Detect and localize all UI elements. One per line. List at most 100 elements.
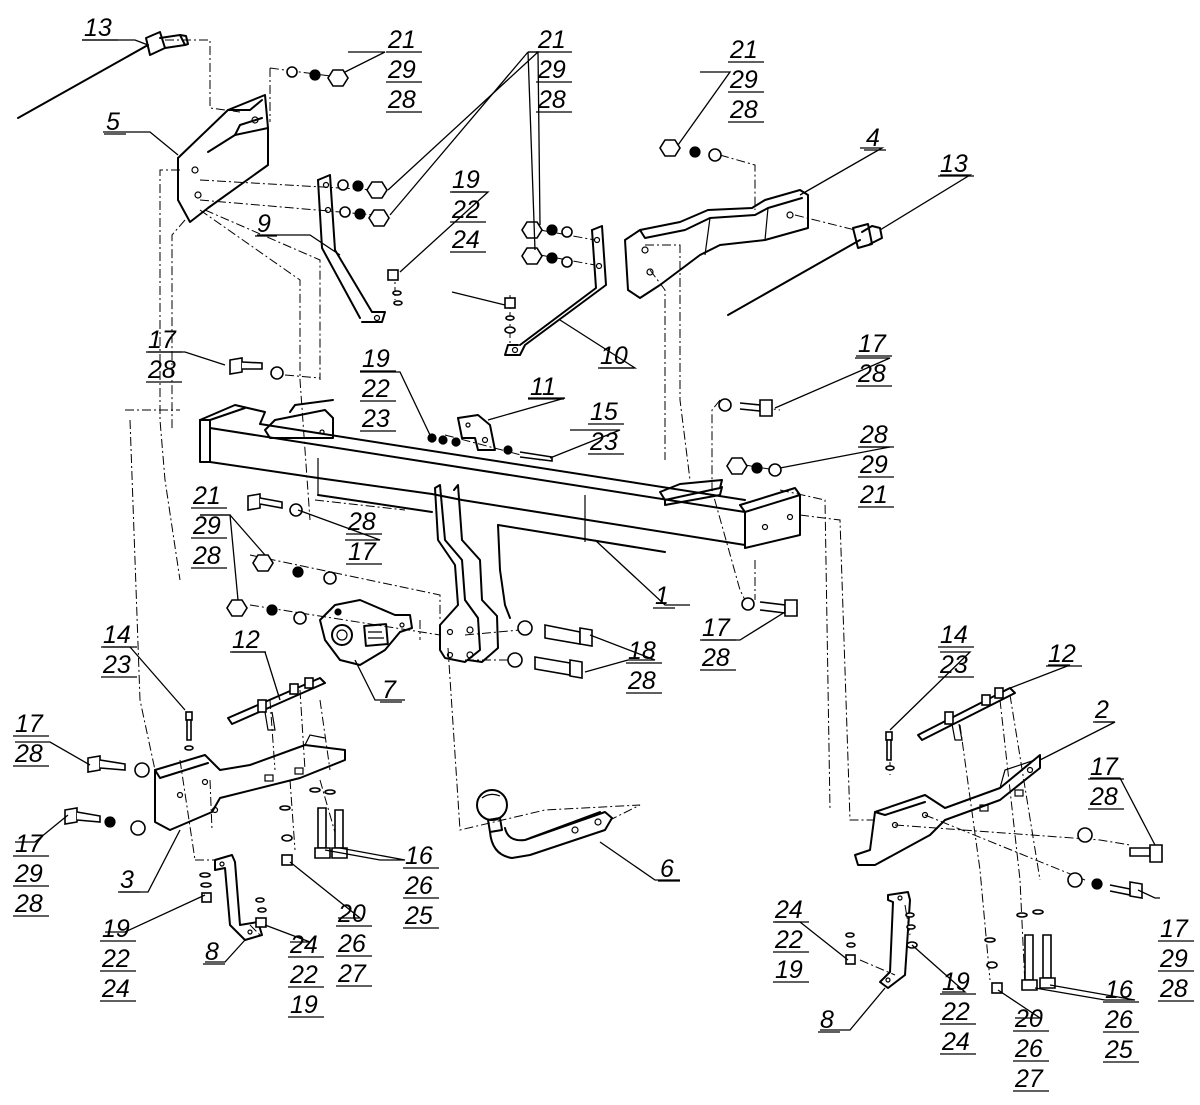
hardware-fasteners xyxy=(64,66,1163,994)
callout-number: 5 xyxy=(106,108,120,136)
callout-number: 19 xyxy=(102,915,130,943)
part-13-left-bolt xyxy=(17,31,189,119)
callout-number: 17 xyxy=(148,326,177,354)
callout-c11: 11 xyxy=(528,373,564,401)
callout-number: 17 xyxy=(702,614,731,642)
callout-number: 24 xyxy=(941,1028,970,1056)
callout-number: 23 xyxy=(361,405,390,433)
callout-number: 20 xyxy=(1014,1005,1043,1033)
part-10-right-brace xyxy=(504,225,607,356)
callout-number: 21 xyxy=(537,26,566,54)
callout-number: 28 xyxy=(729,96,758,124)
callout-number: 28 xyxy=(147,356,176,384)
callout-number: 23 xyxy=(589,428,618,456)
callout-number: 19 xyxy=(452,166,480,194)
callout-c13b: 13 xyxy=(938,150,974,178)
callout-number: 28 xyxy=(537,86,566,114)
part-4-right-bracket xyxy=(624,189,809,299)
callout-c6: 6 xyxy=(658,855,680,883)
callout-number: 28 xyxy=(387,86,416,114)
part-12-left-strip xyxy=(227,677,326,731)
callout-number: 17 xyxy=(15,710,44,738)
callout-number: 8 xyxy=(205,938,219,966)
callout-number: 11 xyxy=(530,373,556,401)
callout-number: 21 xyxy=(859,481,888,509)
callout-number: 29 xyxy=(192,512,221,540)
part-8-left-small-bracket xyxy=(214,854,263,941)
callout-number: 29 xyxy=(859,451,888,479)
callout-number: 9 xyxy=(257,210,271,238)
callout-number: 26 xyxy=(404,872,433,900)
callout-number: 18 xyxy=(628,637,656,665)
callout-number: 24 xyxy=(451,226,480,254)
callout-number: 14 xyxy=(940,621,968,649)
callout-number: 26 xyxy=(1014,1035,1043,1063)
callout-number: 24 xyxy=(289,931,318,959)
callout-number: 16 xyxy=(405,842,433,870)
callout-number: 17 xyxy=(858,330,887,358)
callout-number: 15 xyxy=(590,398,618,426)
callout-number: 28 xyxy=(857,360,886,388)
part-13-right-bolt xyxy=(727,223,883,316)
callout-c1: 1 xyxy=(653,582,675,610)
callout-number: 21 xyxy=(192,482,221,510)
callout-number: 1 xyxy=(655,582,669,610)
callout-number: 8 xyxy=(820,1006,834,1034)
callout-number: 16 xyxy=(1105,976,1133,1004)
callout-c12a: 12 xyxy=(230,626,266,654)
part-8-right-small-bracket xyxy=(879,891,911,989)
part-7-socket-bracket xyxy=(319,599,413,666)
part-6-tow-ball xyxy=(476,789,613,859)
callout-number: 29 xyxy=(537,56,566,84)
callout-number: 13 xyxy=(84,14,112,42)
callout-number: 4 xyxy=(866,124,880,152)
callout-number: 22 xyxy=(101,945,130,973)
callout-number: 25 xyxy=(404,902,433,930)
callout-leader-lines xyxy=(15,39,1160,1031)
callout-number: 28 xyxy=(1089,783,1118,811)
callout-number: 28 xyxy=(627,667,656,695)
callout-c4: 4 xyxy=(864,124,886,152)
part-9-left-brace xyxy=(317,174,386,323)
callout-number: 29 xyxy=(14,860,43,888)
part-5-left-bracket xyxy=(177,94,269,223)
callout-number: 28 xyxy=(859,421,888,449)
callout-number: 13 xyxy=(940,150,968,178)
callout-number: 12 xyxy=(232,626,260,654)
callout-c7: 7 xyxy=(380,676,402,704)
callout-number: 19 xyxy=(290,991,318,1019)
part-3-left-lower-bracket xyxy=(154,734,346,831)
callout-number: 17 xyxy=(348,538,377,566)
callout-number: 22 xyxy=(289,961,318,989)
callout-number: 19 xyxy=(775,956,803,984)
callout-number: 3 xyxy=(120,866,134,894)
callout-number: 29 xyxy=(1159,945,1188,973)
callout-number: 28 xyxy=(14,890,43,918)
callout-number: 10 xyxy=(600,342,628,370)
callout-number: 17 xyxy=(15,830,44,858)
callout-number: 6 xyxy=(660,855,674,883)
part-1-cross-beam xyxy=(199,399,801,663)
callout-number: 20 xyxy=(337,900,366,928)
